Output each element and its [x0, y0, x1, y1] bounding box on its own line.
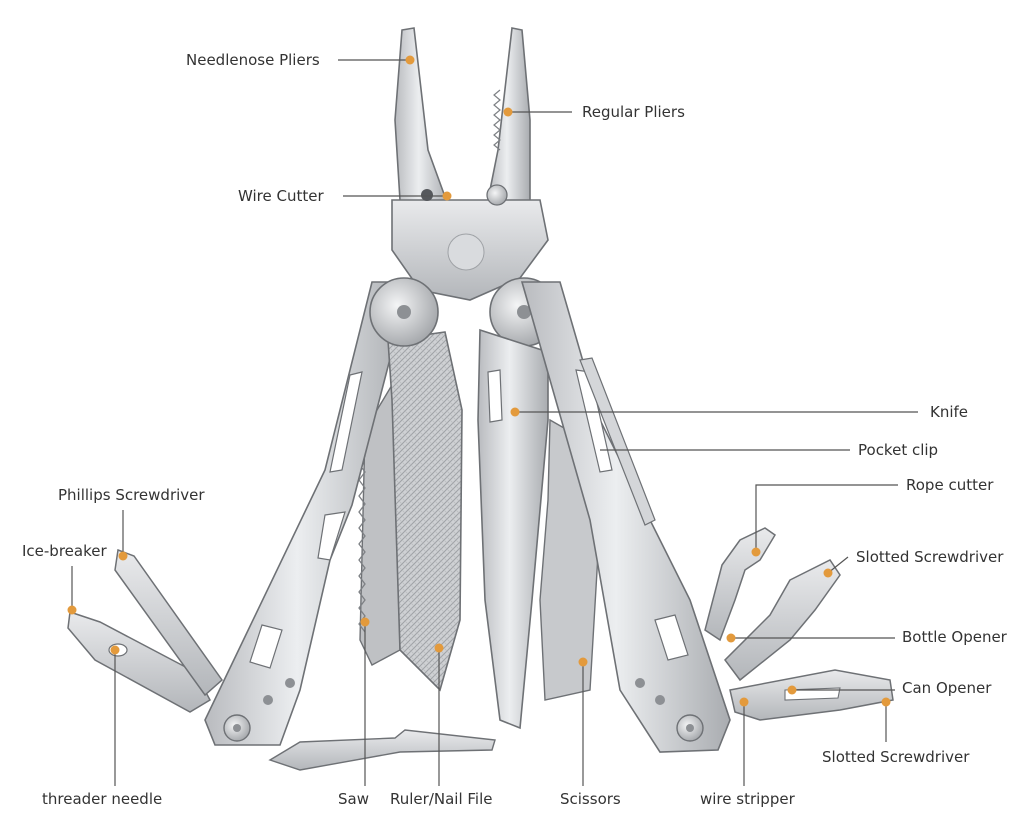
marker-phillips [118, 551, 128, 561]
marker-saw [360, 617, 370, 627]
left-handle-screw-center [233, 724, 241, 732]
label-slotted-screwdriver-bottom: Slotted Screwdriver [822, 748, 970, 766]
label-rope-cutter: Rope cutter [906, 476, 994, 494]
label-ruler-nail-file: Ruler/Nail File [390, 790, 493, 808]
leader-lines [71, 59, 918, 786]
pocket-clip [579, 357, 656, 526]
label-wire-cutter: Wire Cutter [238, 187, 324, 205]
pliers-head-boss [447, 233, 485, 271]
right-handle-rivet-2 [635, 678, 645, 688]
marker-scissors [578, 657, 588, 667]
wire-cutter-pivot [421, 189, 433, 201]
lanyard-bail [268, 729, 496, 771]
marker-regular-pliers [503, 107, 513, 117]
knife-thumb-hole [487, 369, 503, 423]
label-ice-breaker: Ice-breaker [22, 542, 107, 560]
marker-wire-cutter [442, 191, 452, 201]
bottle-opener-tool [724, 559, 841, 682]
can-opener-slot [784, 687, 841, 701]
marker-ruler-nail-file [434, 643, 444, 653]
left-handle-cutout-lower [249, 624, 283, 669]
marker-rope-cutter [751, 547, 761, 557]
label-needlenose-pliers: Needlenose Pliers [186, 51, 320, 69]
left-handle-cutout-upper [317, 511, 346, 561]
phillips-screwdriver-tool [114, 548, 224, 697]
label-regular-pliers: Regular Pliers [582, 103, 685, 121]
label-threader-needle: threader needle [42, 790, 163, 808]
threader-needle-tool [67, 610, 211, 713]
left-handle-slot [329, 371, 363, 473]
marker-slotted-top [823, 568, 833, 578]
ruler-nail-file [387, 331, 463, 692]
left-pivot-center [397, 305, 411, 319]
needlenose-jaw [394, 27, 450, 211]
right-pivot-center [517, 305, 531, 319]
left-handle [204, 281, 412, 746]
marker-ice-breaker [67, 605, 77, 615]
marker-knife [510, 407, 520, 417]
right-handle-screw-center [686, 724, 694, 732]
head-screw [486, 184, 508, 206]
marker-threader-needle [110, 645, 120, 655]
left-handle-rivet-1 [263, 695, 273, 705]
label-scissors: Scissors [560, 790, 621, 808]
label-knife: Knife [930, 403, 969, 421]
leader-rope-cutter [755, 484, 898, 552]
label-bottle-opener: Bottle Opener [902, 628, 1007, 646]
saw-teeth [358, 439, 366, 633]
right-handle-rivet-1 [655, 695, 665, 705]
right-handle-cutout [654, 614, 689, 661]
jaw-teeth [493, 89, 501, 151]
markers [67, 55, 891, 707]
label-wire-stripper: wire stripper [700, 790, 795, 808]
label-slotted-screwdriver-top: Slotted Screwdriver [856, 548, 1004, 566]
label-pocket-clip: Pocket clip [858, 441, 939, 459]
marker-bottle-opener [726, 633, 736, 643]
label-can-opener: Can Opener [902, 679, 992, 697]
marker-slotted-bottom [881, 697, 891, 707]
label-phillips-screwdriver: Phillips Screwdriver [58, 486, 205, 504]
label-saw: Saw [338, 790, 369, 808]
marker-needlenose-pliers [405, 55, 415, 65]
left-handle-rivet-2 [285, 678, 295, 688]
marker-can-opener [787, 685, 797, 695]
marker-wire-stripper [739, 697, 749, 707]
